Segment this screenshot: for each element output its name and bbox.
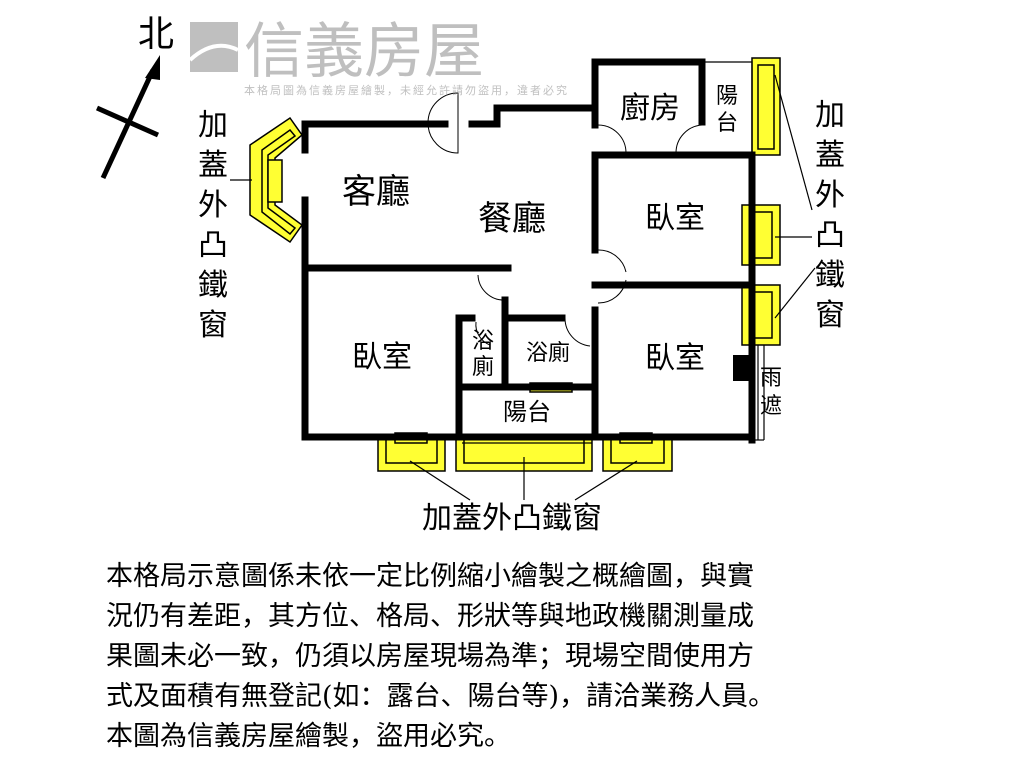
svg-text:蓋: 蓋: [815, 138, 845, 173]
room-dining: 餐廳: [478, 199, 546, 239]
svg-text:外: 外: [815, 178, 845, 213]
canopy-2: 遮: [760, 394, 782, 419]
room-living: 客廳: [342, 172, 410, 212]
disclaimer-line: 本格局示意圖係未依一定比例縮小繪製之概繪圖，與實: [106, 561, 754, 592]
room-bath-small-1: 浴: [472, 329, 494, 354]
watermark-brand: 信義房屋: [244, 17, 484, 87]
door-arcs[interactable]: [427, 92, 703, 347]
room-balcony-top-1: 陽: [716, 84, 738, 109]
svg-text:窗: 窗: [815, 298, 845, 333]
svg-text:鐵: 鐵: [815, 258, 845, 293]
svg-text:加: 加: [198, 108, 228, 143]
room-bath-small-2: 廁: [472, 355, 494, 380]
north-compass-icon: [95, 55, 160, 180]
thin-lines: [462, 61, 765, 444]
walls: [301, 58, 756, 444]
column: [733, 355, 749, 381]
disclaimer-line: 本圖為信義房屋繪製，盜用必究。: [106, 721, 511, 752]
svg-text:蓋: 蓋: [198, 148, 228, 183]
left-window-label: 加 蓋 外 凸 鐵 窗: [198, 108, 228, 343]
bottom-window-label: 加蓋外凸鐵窗: [422, 501, 602, 536]
room-kitchen: 廚房: [620, 91, 680, 126]
disclaimer-line: 果圖未必一致，仍須以房屋現場為準；現場空間使用方: [106, 641, 754, 672]
north-label: 北: [138, 14, 174, 55]
watermark-notice: 本格局圖為信義房屋繪製，未經允許請勿盜用，違者必究: [244, 83, 569, 97]
svg-text:窗: 窗: [198, 308, 228, 343]
room-bedroom-right-top: 臥室: [645, 201, 705, 236]
disclaimer: 本格局示意圖係未依一定比例縮小繪製之概繪圖，與實 況仍有差距，其方位、格局、形狀…: [106, 557, 926, 757]
disclaimer-line: 況仍有差距，其方位、格局、形狀等與地政機關測量成: [106, 601, 754, 632]
room-balcony-bottom: 陽台: [503, 398, 551, 426]
disclaimer-line: 式及面積有無登記(如：露台、陽台等)，請洽業務人員。: [106, 681, 776, 712]
right-window-label: 加 蓋 外 凸 鐵 窗: [815, 98, 845, 333]
svg-text:外: 外: [198, 188, 228, 223]
canopy-1: 雨: [760, 366, 782, 391]
room-bedroom-left: 臥室: [352, 340, 412, 375]
leader-lines: [230, 74, 816, 501]
svg-text:鐵: 鐵: [198, 268, 228, 303]
room-bath: 浴廁: [526, 341, 570, 366]
room-bedroom-right-bottom: 臥室: [645, 341, 705, 376]
svg-text:加: 加: [815, 98, 845, 133]
svg-text:凸: 凸: [815, 218, 845, 253]
room-balcony-top-2: 台: [716, 111, 738, 136]
watermark: 信義房屋 本格局圖為信義房屋繪製，未經允許請勿盜用，違者必究: [188, 17, 569, 97]
svg-text:凸: 凸: [198, 228, 228, 263]
